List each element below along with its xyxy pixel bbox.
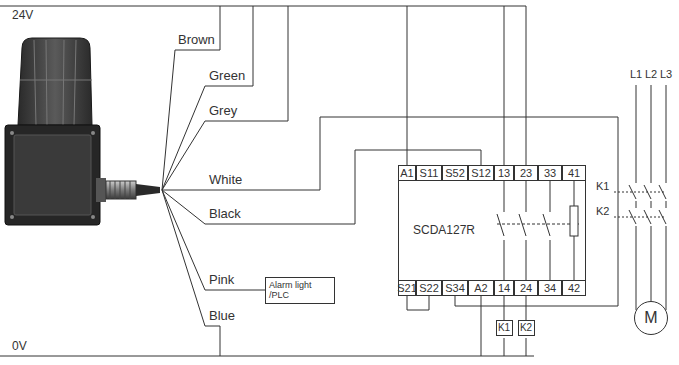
terminal-name: S21 (398, 280, 416, 296)
wire-color: Black (209, 207, 241, 221)
body-panel (14, 135, 91, 215)
wire-color: White (209, 173, 242, 187)
screw (10, 215, 14, 219)
coil-wire (526, 296, 527, 320)
terminal-name: 13 (494, 165, 514, 181)
phase-label: L3 (660, 68, 672, 80)
relay-wires (407, 6, 526, 356)
terminal-name: 41 (562, 165, 586, 181)
terminal-name: S11 (416, 165, 442, 181)
terminal-name: 23 (514, 165, 538, 181)
screw (10, 131, 14, 135)
sensor-wires (162, 6, 618, 356)
sensor-body (5, 125, 100, 225)
wire-color: Brown (178, 33, 215, 47)
wire-color: Grey (209, 104, 237, 118)
terminal-name: 34 (538, 280, 562, 296)
node-text: K1 (498, 322, 510, 334)
wire-color: Green (209, 69, 245, 83)
phase-label: L1 (630, 68, 642, 80)
relay-module: SCDA127R (398, 165, 586, 296)
cover-ridges (20, 40, 92, 125)
contactor-label: K1 (596, 180, 609, 192)
contactor-link (614, 192, 666, 217)
terminal-name: 14 (494, 280, 514, 296)
terminal-name: A1 (398, 165, 416, 181)
node-text: K2 (520, 322, 532, 334)
node-text: Alarm light /PLC (269, 280, 331, 301)
connector (106, 181, 136, 199)
terminal-name: S12 (468, 165, 494, 181)
contactor-coil: K2 (518, 320, 535, 336)
terminal-name: S22 (416, 280, 442, 296)
terminal-name: 24 (514, 280, 538, 296)
alarm-box: Alarm light /PLC (265, 277, 335, 304)
wire-color: Blue (209, 309, 235, 323)
terminal-name: A2 (468, 280, 494, 296)
sensor-cover (18, 38, 92, 125)
connector-knurl (110, 181, 130, 199)
cable (136, 184, 160, 196)
bus-label: 0V (12, 340, 27, 353)
mains-lines (629, 85, 666, 310)
terminal-name: S34 (442, 280, 468, 296)
contact-link (497, 224, 579, 225)
motor-symbol: M (634, 301, 668, 335)
wire-color: Pink (209, 273, 234, 287)
terminal-name: S52 (442, 165, 468, 181)
connector-nut (96, 178, 106, 202)
contactor-label: K2 (596, 205, 609, 217)
coil-wire (504, 296, 505, 320)
node-text: M (644, 309, 657, 327)
node-text: SCDA127R (413, 224, 475, 238)
power-bus (0, 6, 534, 356)
terminal-name: 42 (562, 280, 586, 296)
relay-contacts (497, 181, 574, 280)
phase-label: L2 (645, 68, 657, 80)
bus-label: 24V (12, 9, 33, 22)
screw (91, 215, 95, 219)
contactor-coil: K1 (496, 320, 513, 336)
screw (91, 131, 95, 135)
resistor-symbol (570, 206, 578, 236)
terminal-name: 33 (538, 165, 562, 181)
